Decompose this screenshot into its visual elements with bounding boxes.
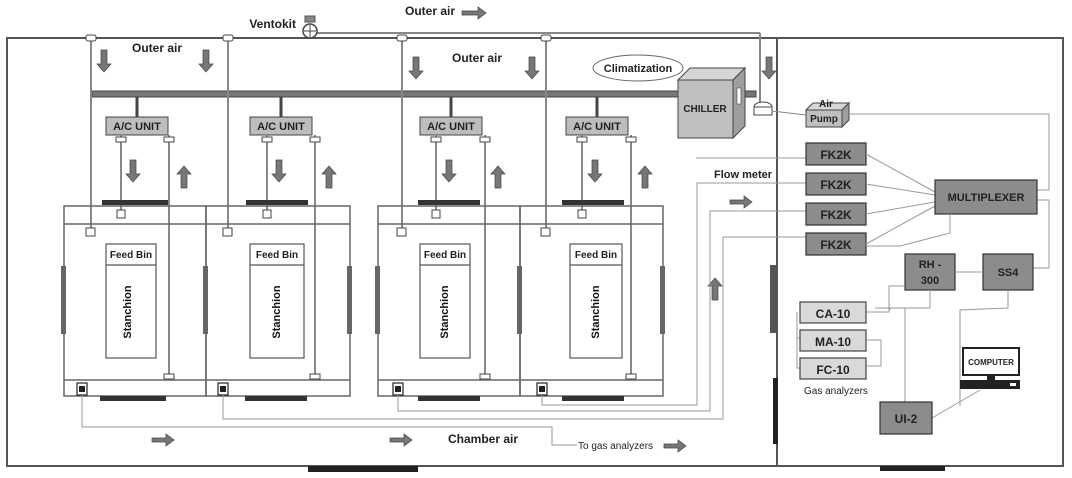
door-divider xyxy=(773,378,778,444)
ui-2-box xyxy=(879,401,933,435)
up-arrow-icon xyxy=(176,165,192,189)
up-arrow-icon xyxy=(321,165,337,189)
flow-meter-label: Flow meter xyxy=(714,169,773,181)
up-arrow-icon xyxy=(637,165,653,189)
fk2k-to-multiplexer-lines xyxy=(865,153,1050,269)
flow-right-arrow-icon xyxy=(729,195,753,209)
chamber-air-arrow-icon xyxy=(389,433,413,447)
chiller-label: CHILLER xyxy=(683,104,727,115)
main-duct xyxy=(91,90,757,98)
building-outline xyxy=(6,37,1064,467)
intake-end-4 xyxy=(540,227,551,237)
fc-10-label: FC-10 xyxy=(816,363,850,377)
intake-end-1 xyxy=(85,227,96,237)
ui-2-label: UI-2 xyxy=(895,412,918,426)
door-bottom-right xyxy=(880,466,945,471)
feed-bin-label-4: Feed Bin xyxy=(575,250,617,261)
analyzer-lines xyxy=(796,285,931,369)
sample-ports xyxy=(76,382,548,396)
to-gas-analyzers-arrow-icon xyxy=(663,439,687,453)
down-arrow-icon xyxy=(524,56,540,80)
ca-10-label: CA-10 xyxy=(816,307,851,321)
ventokit-label: Ventokit xyxy=(249,17,296,31)
feed-bin-label-3: Feed Bin xyxy=(424,250,466,261)
down-arrow-icon xyxy=(441,159,457,183)
ac-unit-label-1: A/C UNIT xyxy=(113,121,161,133)
outer-air-mid-label: Outer air xyxy=(452,51,502,65)
door-bottom-left xyxy=(308,466,418,472)
intake-cap-3 xyxy=(396,34,408,42)
rh-300-label-line2: 300 xyxy=(921,275,939,287)
stanchion-label-4: Stanchion xyxy=(590,285,602,338)
down-arrow-icon xyxy=(587,159,603,183)
stanchion-label-3: Stanchion xyxy=(439,285,451,338)
outer-air-intakes xyxy=(90,38,547,232)
computer-label: COMPUTER xyxy=(968,358,1014,367)
climatization-bubble xyxy=(592,54,684,82)
chamber-air-label: Chamber air xyxy=(448,432,518,446)
up-arrow-icon xyxy=(707,277,723,301)
intake-end-2 xyxy=(222,227,233,237)
fk2k-label-2: FK2K xyxy=(820,178,852,192)
down-arrow-icon xyxy=(96,49,112,73)
stanchion-label-1: Stanchion xyxy=(122,285,134,338)
sample-lines xyxy=(81,157,806,446)
intake-end-3 xyxy=(396,227,407,237)
feed-bin-label-2: Feed Bin xyxy=(256,250,298,261)
fk2k-label-3: FK2K xyxy=(820,208,852,222)
climatization-label: Climatization xyxy=(604,63,673,75)
gas-analyzers-label: Gas analyzers xyxy=(804,386,868,397)
filter-to-pump-line xyxy=(771,110,807,116)
ventokit-assembly: Ventokit Outer air xyxy=(249,4,761,102)
intake-cap-1 xyxy=(85,34,97,42)
down-arrow-icon xyxy=(198,49,214,73)
air-pump: Air Pump xyxy=(804,99,851,129)
computer-icon: COMPUTER xyxy=(960,347,1020,389)
intake-cap-2 xyxy=(222,34,234,42)
down-arrow-icon xyxy=(761,56,777,80)
to-gas-analyzers-label: To gas analyzers xyxy=(578,441,653,452)
analyzer-boxes xyxy=(799,301,867,380)
feed-bin-label-1: Feed Bin xyxy=(110,250,152,261)
chamber-doors xyxy=(100,200,624,401)
multiplexer-label: MULTIPLEXER xyxy=(948,192,1025,204)
ma-10-label: MA-10 xyxy=(815,335,851,349)
fk2k-boxes xyxy=(805,142,867,256)
ss4-label: SS4 xyxy=(998,267,1020,279)
ac-unit-label-2: A/C UNIT xyxy=(257,121,305,133)
intake-cap-4 xyxy=(540,34,552,42)
ac-units xyxy=(105,97,629,136)
up-arrow-icon xyxy=(490,165,506,189)
outer-air-right-arrow-icon xyxy=(461,6,487,20)
multiplexer-box xyxy=(934,179,1038,215)
air-pump-label-line2: Pump xyxy=(810,114,838,125)
ac-unit-label-4: A/C UNIT xyxy=(573,121,621,133)
fk2k-label-4: FK2K xyxy=(820,238,852,252)
down-arrow-icon xyxy=(125,159,141,183)
wall-vent-right xyxy=(770,265,776,333)
chamber-air-arrow-icon xyxy=(151,433,175,447)
air-pump-label-line1: Air xyxy=(819,99,833,110)
pump-to-multiplexer-line xyxy=(849,113,1050,191)
chamber-side-vents xyxy=(61,266,665,334)
fk2k-label-1: FK2K xyxy=(820,148,852,162)
filter-body xyxy=(753,106,773,116)
outer-air-top-label: Outer air xyxy=(405,4,455,18)
ac-unit-label-3: A/C UNIT xyxy=(427,121,475,133)
rh-300-label-line1: RH - xyxy=(919,259,942,271)
ac-pipes xyxy=(120,135,632,378)
feed-bins xyxy=(105,243,623,359)
down-arrow-icon xyxy=(408,56,424,80)
outer-air-left-label: Outer air xyxy=(132,41,182,55)
ui2-lines xyxy=(875,290,1009,419)
down-arrow-icon xyxy=(271,159,287,183)
chiller-unit: CHILLER xyxy=(676,66,747,140)
stanchion-label-2: Stanchion xyxy=(271,285,283,338)
